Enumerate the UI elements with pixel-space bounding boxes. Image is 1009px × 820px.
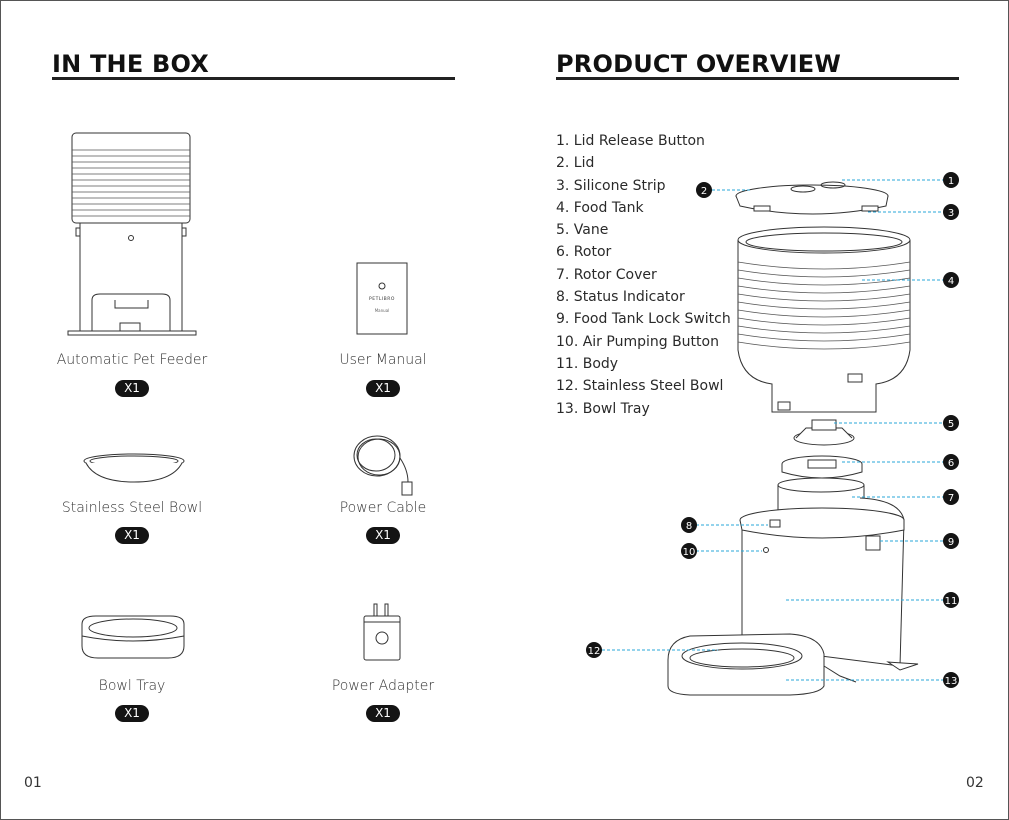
callout-5: 5 [943, 415, 959, 431]
svg-text:8: 8 [686, 521, 692, 532]
callout-8: 8 [681, 517, 697, 533]
callout-10: 10 [681, 543, 697, 559]
svg-text:5: 5 [948, 419, 954, 430]
callout-7: 7 [943, 489, 959, 505]
callout-3: 3 [943, 204, 959, 220]
page-number-right: 02 [966, 775, 984, 791]
svg-text:13: 13 [945, 676, 958, 687]
callout-2: 2 [696, 182, 712, 198]
svg-text:12: 12 [588, 646, 601, 657]
svg-text:10: 10 [683, 547, 696, 558]
svg-text:11: 11 [945, 596, 958, 607]
svg-text:7: 7 [948, 493, 954, 504]
callout-13: 13 [943, 672, 959, 688]
callout-12: 12 [586, 642, 602, 658]
svg-text:9: 9 [948, 537, 954, 548]
svg-text:4: 4 [948, 276, 954, 287]
svg-text:1: 1 [948, 176, 954, 187]
callout-6: 6 [943, 454, 959, 470]
svg-text:6: 6 [948, 458, 954, 469]
callout-9: 9 [943, 533, 959, 549]
svg-text:2: 2 [701, 186, 707, 197]
callout-4: 4 [943, 272, 959, 288]
callout-11: 11 [943, 592, 959, 608]
callout-1: 1 [943, 172, 959, 188]
svg-text:3: 3 [948, 208, 954, 219]
